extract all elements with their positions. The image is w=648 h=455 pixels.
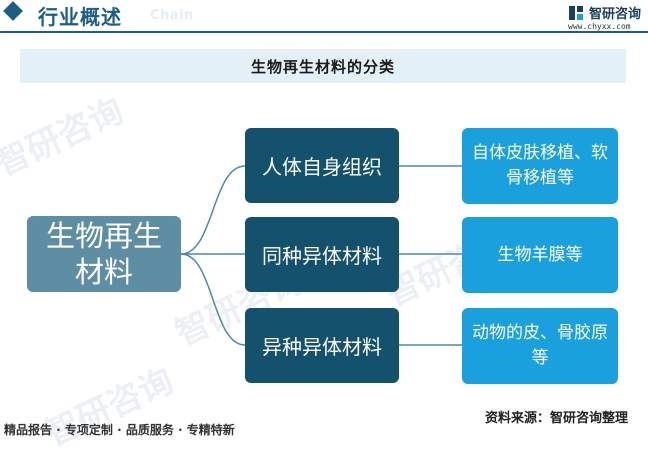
connector-root-branch-1: [180, 165, 246, 255]
leaf-node-3: 动物的皮、骨胶原等: [462, 308, 618, 384]
section-title: 行业概述: [38, 5, 122, 29]
root-node: 生物再生材料: [27, 216, 181, 292]
branch-node-2: 同种异体材料: [245, 217, 399, 292]
brand-name: 智研咨询: [589, 7, 642, 22]
leaf-node-1: 自体皮肤移植、软骨移植等: [462, 128, 618, 204]
header-divider: [0, 31, 648, 33]
diagram-title: 生物再生材料的分类: [250, 57, 395, 76]
connector-lines: [180, 165, 462, 346]
brand-logo-icon: [569, 6, 583, 20]
footer-services: 精品报告 · 专项定制 · 品质服务 · 专精特新: [4, 423, 235, 437]
connector-root-branch-3: [180, 253, 246, 346]
brand-url: www.chyxx.com: [568, 22, 631, 31]
leaf-node-2: 生物羊膜等: [462, 217, 618, 293]
section-subtitle: Chain: [150, 8, 194, 23]
branch-node-3: 异种异体材料: [245, 308, 399, 383]
footer-source: 资料来源：智研咨询整理: [485, 411, 629, 426]
branch-node-1: 人体自身组织: [245, 128, 399, 203]
diagram-title-bar: 生物再生材料的分类: [20, 49, 626, 83]
